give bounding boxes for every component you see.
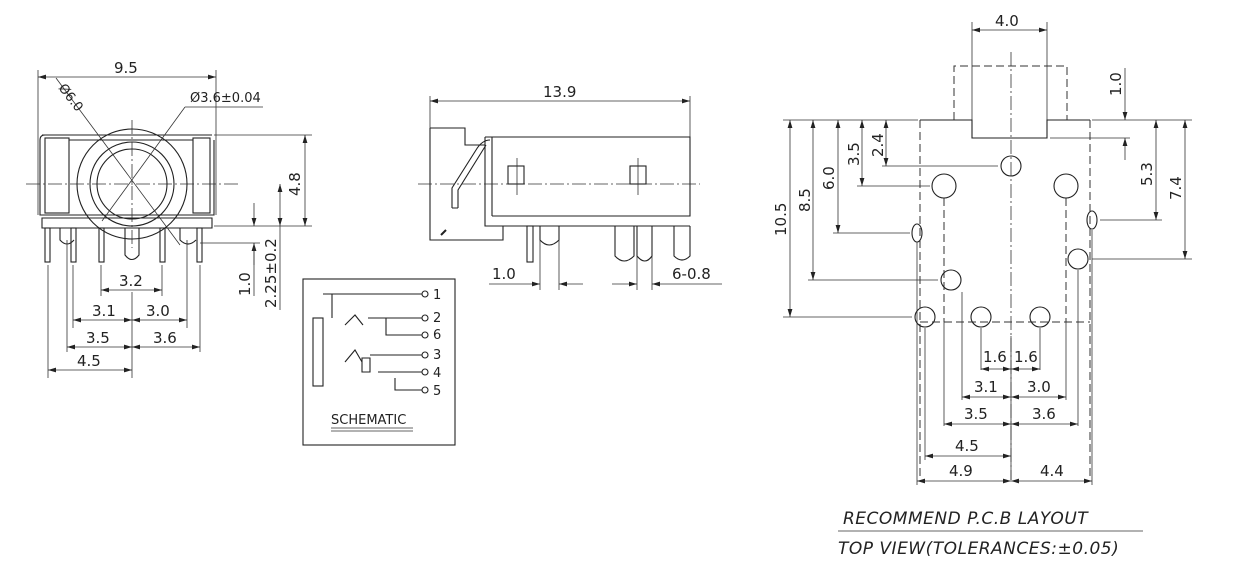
pcb-layout-subtitle: TOP VIEW(TOLERANCES:±0.05) [838, 539, 1119, 559]
dim-pcb-bottom: 4.5 [955, 437, 979, 455]
schematic-pin-label: 3 [433, 348, 441, 363]
schematic-pin-label: 6 [433, 328, 441, 343]
dim-pin-spec: 6-0.8 [672, 265, 711, 283]
dim-pcb-bottom: 1.6 [1014, 348, 1038, 366]
schematic-pin-label: 2 [433, 311, 441, 326]
dim-inner-diameter: Ø3.6±0.04 [190, 91, 261, 106]
dim-center-height: 2.25±0.2 [262, 238, 280, 308]
dim-top-width: 4.0 [995, 12, 1019, 30]
dim-pin-offset: 1.0 [236, 272, 254, 296]
dim-outer-diameter: Ø6.0 [55, 81, 86, 115]
dim-pcb-left: 8.5 [796, 188, 814, 212]
dim-pitch-right-1: 3.0 [146, 302, 170, 320]
dim-pitch-right-2: 3.6 [153, 329, 177, 347]
dim-pitch-left-3: 4.5 [77, 352, 101, 370]
dim-pcb-left: 6.0 [820, 166, 838, 190]
dim-width: 9.5 [114, 59, 138, 77]
pcb-layout-title: RECOMMEND P.C.B LAYOUT [843, 509, 1089, 529]
dim-pcb-right: 7.4 [1167, 176, 1185, 200]
pcb-bottom-dimensions: 1.6 1.6 3.1 3.0 3.5 3.6 4.5 4.9 4.4 [916, 230, 1093, 485]
dim-pcb-top-offset: 1.0 [1107, 72, 1125, 96]
dim-pitch-left-2: 3.5 [86, 329, 110, 347]
side-view: 13.9 1.0 6-0.8 [418, 83, 722, 290]
dim-pcb-bottom: 1.6 [983, 348, 1007, 366]
dim-pcb-bottom: 3.0 [1027, 378, 1051, 396]
schematic-pin-label: 4 [433, 366, 441, 381]
dim-length: 13.9 [543, 83, 576, 101]
dim-pin-width: 1.0 [492, 265, 516, 283]
dim-pcb-bottom: 4.9 [949, 462, 973, 480]
dim-pcb-bottom: 3.5 [964, 405, 988, 423]
schematic-pin-label: 1 [433, 288, 441, 303]
pcb-layout: 4.0 [772, 12, 1192, 559]
dim-pcb-left: 10.5 [772, 203, 790, 236]
schematic-pin-terminals [421, 290, 429, 394]
pcb-right-dimensions: 1.0 5.3 7.4 [1050, 68, 1192, 260]
schematic: 1 2 6 3 4 5 SCHEMATIC [302, 278, 456, 446]
dim-pitch-center: 3.2 [119, 272, 143, 290]
pcb-left-dimensions: 10.5 8.5 6.0 3.5 2.4 [772, 119, 998, 318]
dim-pcb-bottom: 3.1 [974, 378, 998, 396]
front-bottom-dimensions: 3.2 3.1 3.0 3.5 3.6 4.5 [47, 240, 201, 378]
dim-pcb-left: 3.5 [845, 142, 863, 166]
schematic-pin-label: 5 [433, 384, 441, 399]
dim-pcb-bottom: 3.6 [1032, 405, 1056, 423]
front-right-dimensions: 4.8 2.25±0.2 1.0 [200, 134, 312, 310]
dim-pcb-right: 5.3 [1138, 162, 1156, 186]
dim-pitch-left-1: 3.1 [92, 302, 116, 320]
dim-height: 4.8 [286, 172, 304, 196]
dim-pcb-bottom: 4.4 [1040, 462, 1064, 480]
pcb-holes [911, 155, 1098, 328]
front-pins [44, 227, 203, 263]
dim-pcb-left: 2.4 [869, 133, 887, 157]
front-view: 9.5 Ø6.0 Ø3.6±0.04 [26, 59, 312, 378]
schematic-title: SCHEMATIC [331, 413, 406, 428]
